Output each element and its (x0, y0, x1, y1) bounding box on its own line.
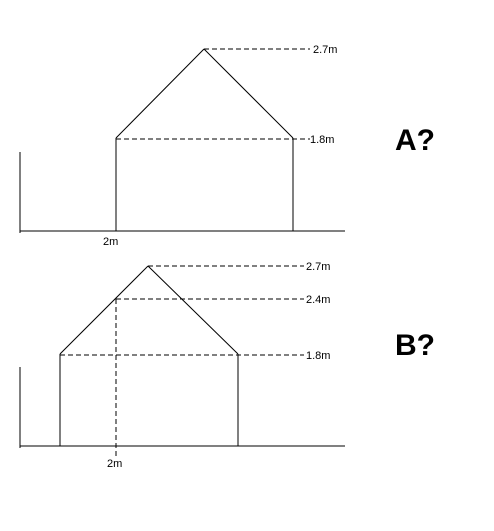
diagram-b-roof-right (147, 265, 239, 355)
diagram-b-width-label: 2m (107, 458, 122, 470)
diagram-b-wall-height-label: 1.8m (306, 350, 330, 362)
diagram-a: 2.7m 1.8m 2m A? (19, 44, 435, 248)
diagram-b: 2.7m 2.4m 1.8m 2m B? (19, 261, 435, 470)
diagram-a-roof-right (203, 48, 294, 139)
diagram-b-mid-height-label: 2.4m (306, 294, 330, 306)
diagram-b-peak-height-label: 2.7m (306, 261, 330, 273)
diagram-b-roof-left (59, 265, 149, 355)
diagram-b-question-label: B? (395, 329, 435, 362)
diagram-a-roof-left (115, 48, 205, 139)
diagram-a-question-label: A? (395, 124, 435, 157)
diagram-a-peak-height-label: 2.7m (313, 44, 337, 56)
diagram-a-width-label: 2m (103, 236, 118, 248)
diagram-a-wall-height-label: 1.8m (310, 134, 334, 146)
